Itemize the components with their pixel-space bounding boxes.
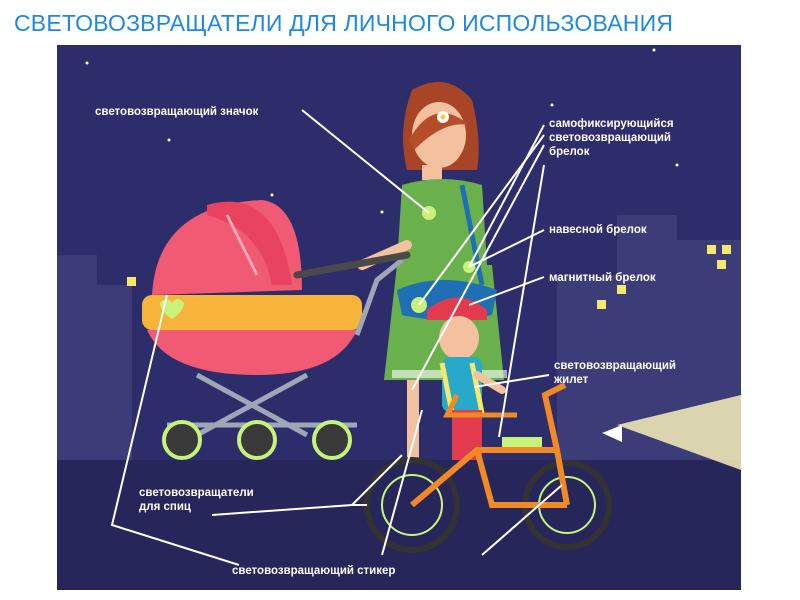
ground: [57, 460, 741, 590]
illustration-panel: световозвращающий значок самофиксирующий…: [57, 45, 741, 590]
headlight-beam: [617, 395, 741, 470]
label-self-fixing-keychain: самофиксирующийся световозвращающий брел…: [549, 118, 674, 158]
page-title: СВЕТОВОЗВРАЩАТЕЛИ ДЛЯ ЛИЧНОГО ИСПОЛЬЗОВА…: [14, 10, 674, 36]
label-reflective-vest: световозвращающий жилет: [554, 360, 676, 386]
label-badge: световозвращающий значок: [95, 106, 259, 118]
label-magnetic-keychain: магнитный брелок: [549, 272, 656, 284]
lit-windows: [127, 245, 731, 309]
woman-figure: [357, 82, 507, 460]
pointer-lines: [110, 109, 563, 566]
label-reflective-sticker: световозвращающий стикер: [232, 565, 396, 577]
stroller-figure: [142, 200, 411, 438]
night-scene-illustration: [57, 48, 741, 590]
label-spoke-reflectors: световозвращатели для спиц: [139, 487, 254, 513]
headlight: [602, 425, 622, 442]
stroller-wheels: [162, 420, 352, 460]
label-hanging-keychain: навесной брелок: [549, 224, 647, 236]
stars: [85, 48, 679, 214]
